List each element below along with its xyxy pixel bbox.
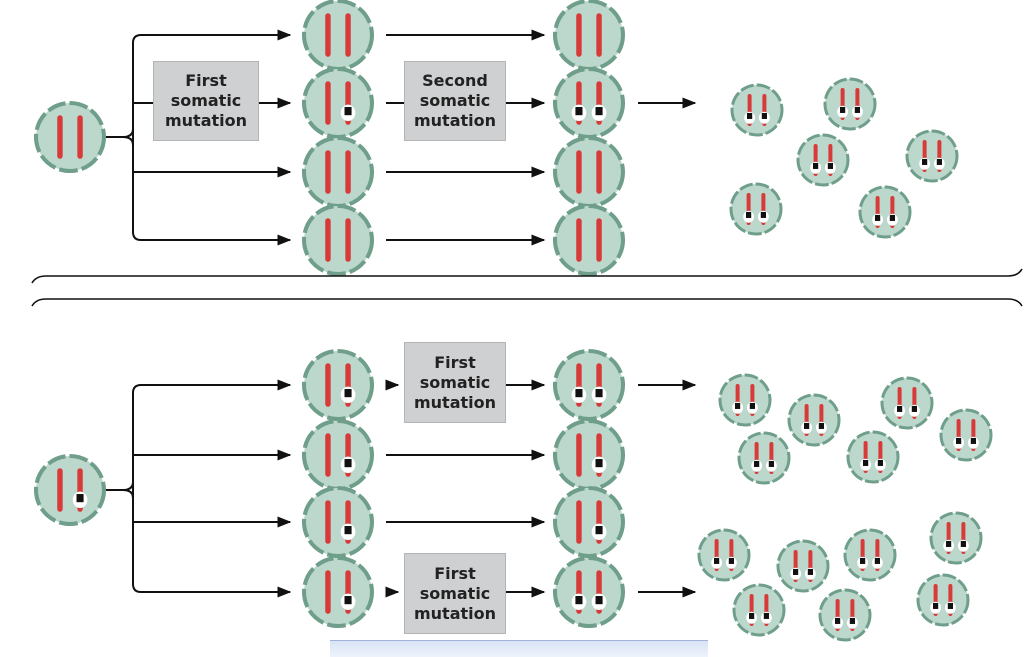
label-line-mutation: mutation: [413, 603, 497, 623]
label-line-somatic: somatic: [170, 91, 242, 110]
second-somatic-mutation-label: Second somatic mutation: [404, 61, 506, 141]
label-line-first: First: [434, 352, 476, 372]
label-line-first: First: [434, 563, 476, 583]
tumor-cell-bottom: [939, 408, 993, 462]
connector-layer: [104, 29, 697, 598]
scroll-strip: [330, 640, 708, 657]
tumor-cell-bottom: [776, 539, 830, 593]
label-line-mutation: mutation: [413, 392, 497, 412]
first-somatic-mutation-label-top: First somatic mutation: [153, 61, 259, 141]
origin-cell-top: [33, 100, 107, 174]
gen1-cell-bottom: [301, 555, 375, 629]
first-somatic-mutation-label-bottom-a: First somatic mutation: [404, 342, 506, 423]
tumor-cell-bottom: [929, 511, 983, 565]
tumor-cell-top: [796, 133, 850, 187]
gen2-cell-bottom: [552, 418, 626, 492]
first-somatic-mutation-label-bottom-b: First somatic mutation: [404, 553, 506, 634]
tumor-cell-top: [823, 77, 877, 131]
cell-layer: [33, 0, 993, 642]
tumor-cell-bottom: [732, 583, 786, 637]
gen1-cell-top: [301, 66, 375, 140]
gen2-cell-top: [552, 0, 626, 72]
gen2-cell-top: [552, 203, 626, 277]
tumor-cell-bottom: [787, 393, 841, 447]
label-line-mutation: mutation: [164, 111, 248, 130]
gen1-cell-top: [301, 0, 375, 72]
tumor-cell-bottom: [880, 376, 934, 430]
tumor-cell-top: [730, 83, 784, 137]
label-line-first: First: [185, 71, 227, 90]
tumor-cell-top: [858, 185, 912, 239]
label-line-somatic: somatic: [419, 372, 491, 392]
tumor-cell-bottom: [916, 573, 970, 627]
tumor-cell-top: [729, 182, 783, 236]
gen1-cell-top: [301, 203, 375, 277]
tumor-cell-bottom: [843, 528, 897, 582]
origin-cell-bottom: [33, 453, 107, 527]
top-panel-bracket: [31, 268, 1023, 284]
tumor-cell-bottom: [846, 430, 900, 484]
tumor-cell-bottom: [718, 373, 772, 427]
gen2-cell-bottom: [552, 348, 626, 422]
tumor-cell-bottom: [818, 588, 872, 642]
gen1-cell-top: [301, 135, 375, 209]
branch-trunk: [132, 34, 142, 241]
tumor-cell-bottom: [737, 431, 791, 485]
bottom-panel-bracket: [31, 298, 1023, 307]
gen1-cell-bottom: [301, 348, 375, 422]
label-line-second: Second: [422, 71, 488, 90]
label-line-mutation: mutation: [413, 111, 497, 130]
branch-trunk: [132, 384, 142, 593]
gen2-cell-top: [552, 66, 626, 140]
label-line-somatic: somatic: [419, 583, 491, 603]
tumor-cell-top: [905, 129, 959, 183]
gen1-cell-bottom: [301, 485, 375, 559]
label-line-somatic: somatic: [419, 91, 491, 110]
tumor-cell-bottom: [697, 528, 751, 582]
gen2-cell-bottom: [552, 555, 626, 629]
